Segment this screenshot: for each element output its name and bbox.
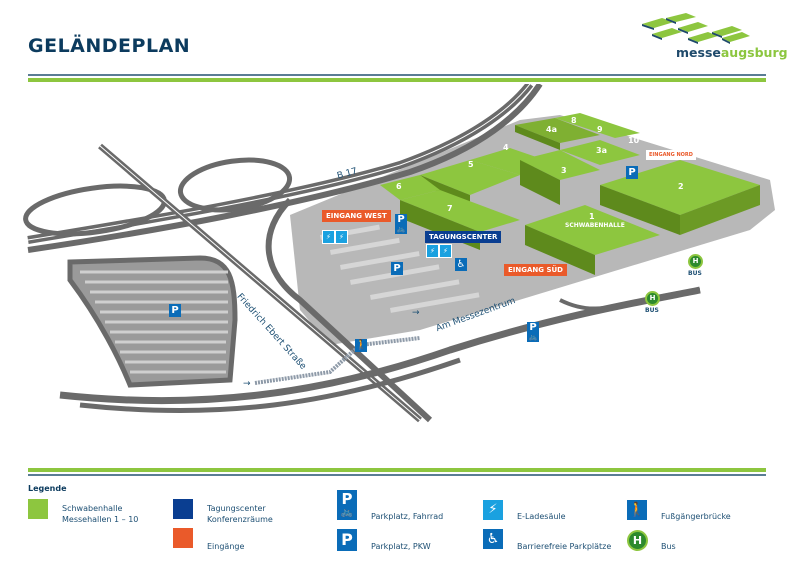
hall-4a [515,118,600,143]
legend-label-footbridge: Fußgängerbrücke [661,512,731,521]
header-rule-blue [28,74,766,76]
site-map-drawing [23,84,775,423]
legend-label-entrances: Eingänge [207,542,245,551]
hall-label-7: 7 [447,204,453,213]
parking-icon-west[interactable]: P [169,304,181,317]
bus-stop-icon-north[interactable]: H [688,254,703,269]
hall-label-1: 1 [589,212,595,221]
bike-parking-p: P [397,214,405,225]
wheelchair-icon[interactable]: ♿ [455,258,467,271]
label-eingang-west[interactable]: EINGANG WEST [322,210,391,222]
legend-swatch-conference [173,499,193,519]
legend-bus-icon: H [627,530,648,551]
parking-icon-north[interactable]: P [626,166,638,179]
hall-label-10: 10 [628,136,640,145]
e-charging-icon[interactable]: ⚡ [426,244,439,258]
arrow-icon: → [243,379,251,389]
legend-car-parking-icon: P [337,529,357,551]
friedrich-ebert-road [265,197,433,423]
page-title: GELÄNDEPLAN [28,35,191,57]
legend-bike-parking-icon: P🚲 [337,490,357,520]
legend-label-bike-parking: Parkplatz, Fahrrad [371,512,444,521]
label-eingang-sued[interactable]: EINGANG SÜD [504,264,567,276]
label-tagungscenter[interactable]: TAGUNGSCENTER [425,231,502,243]
legend-label-e-charging: E-Ladesäule [517,512,566,521]
cloverleaf-loop-east [177,157,293,213]
legend-label-line: Konferenzräume [207,515,273,524]
hall-label-3a: 3a [596,146,607,155]
hall-label-8: 8 [571,116,577,125]
bike-icon: 🚲 [396,225,406,233]
bus-road [559,288,701,311]
bike-parking-icon-south[interactable]: P🚲 [527,322,539,342]
legend-title: Legende [28,484,67,493]
hall-label-4: 4 [503,143,509,152]
legend-rule-blue [28,474,766,476]
bike-icon: 🚲 [528,333,538,341]
hall-7 [400,190,520,232]
legend-label-line: Schwabenhalle [62,504,123,513]
hall-5 [420,160,520,195]
bus-stop-icon-south[interactable]: H [645,291,660,306]
header-rule-green [28,78,766,82]
halls [380,113,760,275]
bike-parking-p: P [529,322,537,333]
legend-bike-parking-p: P [341,490,353,508]
bike-parking-icon-west[interactable]: P🚲 [395,214,407,234]
footpath [254,336,421,385]
legend-wheelchair-icon: ♿ [483,529,503,549]
hall-1 [525,205,660,255]
legend-label-line: Tagungscenter [207,504,266,513]
hall-label-2: 2 [678,182,684,191]
hall-label-4a: 4a [546,125,557,134]
hall-8-9-10 [555,113,640,138]
messe-augsburg-logo-icon [642,13,750,44]
arrow-icon: → [412,308,420,318]
bus-stop-label: BUS [645,307,659,314]
legend-swatch-halls [28,499,48,519]
parking-icon-central[interactable]: P [391,262,403,275]
e-charging-icon[interactable]: ⚡ [322,230,335,244]
legend-e-charging-icon: ⚡ [483,500,503,520]
legend-label-line: Messehallen 1 – 10 [62,515,139,524]
bus-stop-label: BUS [688,270,702,277]
hall-2 [600,160,760,215]
e-charging-icon[interactable]: ⚡ [439,244,452,258]
legend-swatch-entrances [173,528,193,548]
legend-label-car-parking: Parkplatz, PKW [371,542,431,551]
hall-label-6: 6 [396,182,402,191]
bike-icon: 🚲 [340,507,354,518]
legend-rule-green [28,468,766,472]
legend-label-bus: Bus [661,542,676,551]
logo-text-augsburg: augsburg [720,45,788,60]
e-charging-icon[interactable]: ⚡ [335,230,348,244]
logo-text-messe: messe [676,45,721,60]
hall-label-schwabenhalle: SCHWABENHALLE [565,222,625,229]
legend-label-accessible-parking: Barrierefreie Parkplätze [517,542,612,551]
logo-wordmark: messeaugsburg [676,45,788,60]
label-eingang-nord[interactable]: EINGANG NORD [646,150,696,160]
legend-pedestrian-icon: 🚶 [627,500,647,520]
site-map[interactable]: 4a 8 9 10 4 3a 5 3 2 6 7 1 SCHWABENHALLE… [0,84,800,464]
hall-label-3: 3 [561,166,567,175]
hall-label-9: 9 [597,125,603,134]
pedestrian-bridge-icon[interactable]: 🚶 [355,339,368,352]
hall-label-5: 5 [468,160,474,169]
hall-3a [560,140,640,165]
hall-3 [520,150,600,180]
